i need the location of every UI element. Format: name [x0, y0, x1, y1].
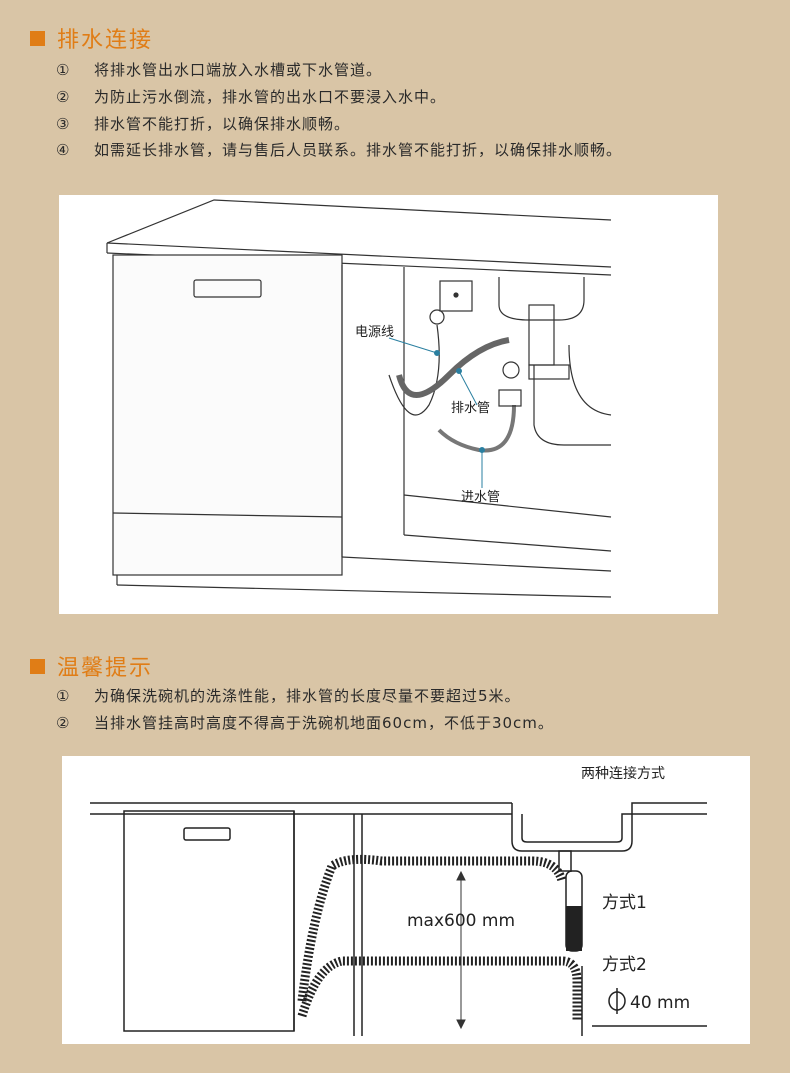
list-item: ① 将排水管出水口端放入水槽或下水管道。 [56, 60, 696, 80]
method1-label: 方式1 [602, 893, 647, 913]
inlet-hose-label: 进水管 [461, 490, 500, 505]
list-item: ① 为确保洗碗机的洗涤性能，排水管的长度尽量不要超过5米。 [56, 686, 696, 706]
item-text: 将排水管出水口端放入水槽或下水管道。 [94, 61, 383, 79]
section-header-drain-connection: 排水连接 [30, 22, 153, 54]
installation-illustration: 电源线 排水管 进水管 [59, 195, 718, 614]
drain-hose-label: 排水管 [451, 401, 490, 416]
item-number: ① [56, 687, 70, 705]
item-number: ② [56, 88, 70, 106]
method2-label: 方式2 [602, 955, 647, 975]
list-item: ④ 如需延长排水管，请与售后人员联系。排水管不能打折，以确保排水顺畅。 [56, 141, 696, 160]
list-item: ② 当排水管挂高时高度不得高于洗碗机地面60cm，不低于30cm。 [56, 713, 696, 733]
orange-square-icon [30, 30, 45, 46]
drain-instructions-list: ① 将排水管出水口端放入水槽或下水管道。 ② 为防止污水倒流，排水管的出水口不要浸入… [56, 60, 696, 167]
item-number: ① [56, 61, 70, 79]
item-number: ④ [56, 141, 70, 159]
item-text: 排水管不能打折，以确保排水顺畅。 [94, 115, 351, 133]
max-height-label: max600 mm [407, 911, 515, 931]
tips-list: ① 为确保洗碗机的洗涤性能，排水管的长度尽量不要超过5米。 ② 当排水管挂高时高度不… [56, 686, 696, 740]
list-item: ② 为防止污水倒流，排水管的出水口不要浸入水中。 [56, 87, 696, 107]
connection-methods-illustration: 两种连接方式 [62, 756, 750, 1044]
item-text: 当排水管挂高时高度不得高于洗碗机地面60cm，不低于30cm。 [94, 714, 554, 732]
drain-connection-diagram: 电源线 排水管 进水管 [106, 199, 612, 598]
item-text: 如需延长排水管，请与售后人员联系。排水管不能打折，以确保排水顺畅。 [94, 141, 623, 159]
orange-square-icon [30, 658, 45, 674]
section-header-tips: 温馨提示 [30, 650, 153, 682]
diameter-label: 40 mm [630, 993, 690, 1013]
item-text: 为防止污水倒流，排水管的出水口不要浸入水中。 [94, 88, 447, 106]
item-text: 为确保洗碗机的洗涤性能，排水管的长度尽量不要超过5米。 [94, 687, 521, 705]
connection-methods-diagram: 两种连接方式 [90, 765, 707, 1036]
item-number: ② [56, 714, 70, 732]
power-cord-label: 电源线 [355, 325, 394, 340]
section-title: 排水连接 [57, 28, 154, 53]
section-title: 温馨提示 [57, 656, 154, 681]
list-item: ③ 排水管不能打折，以确保排水顺畅。 [56, 114, 696, 134]
item-number: ③ [56, 115, 70, 133]
diameter-icon [608, 988, 626, 1014]
figure-title: 两种连接方式 [581, 765, 665, 782]
